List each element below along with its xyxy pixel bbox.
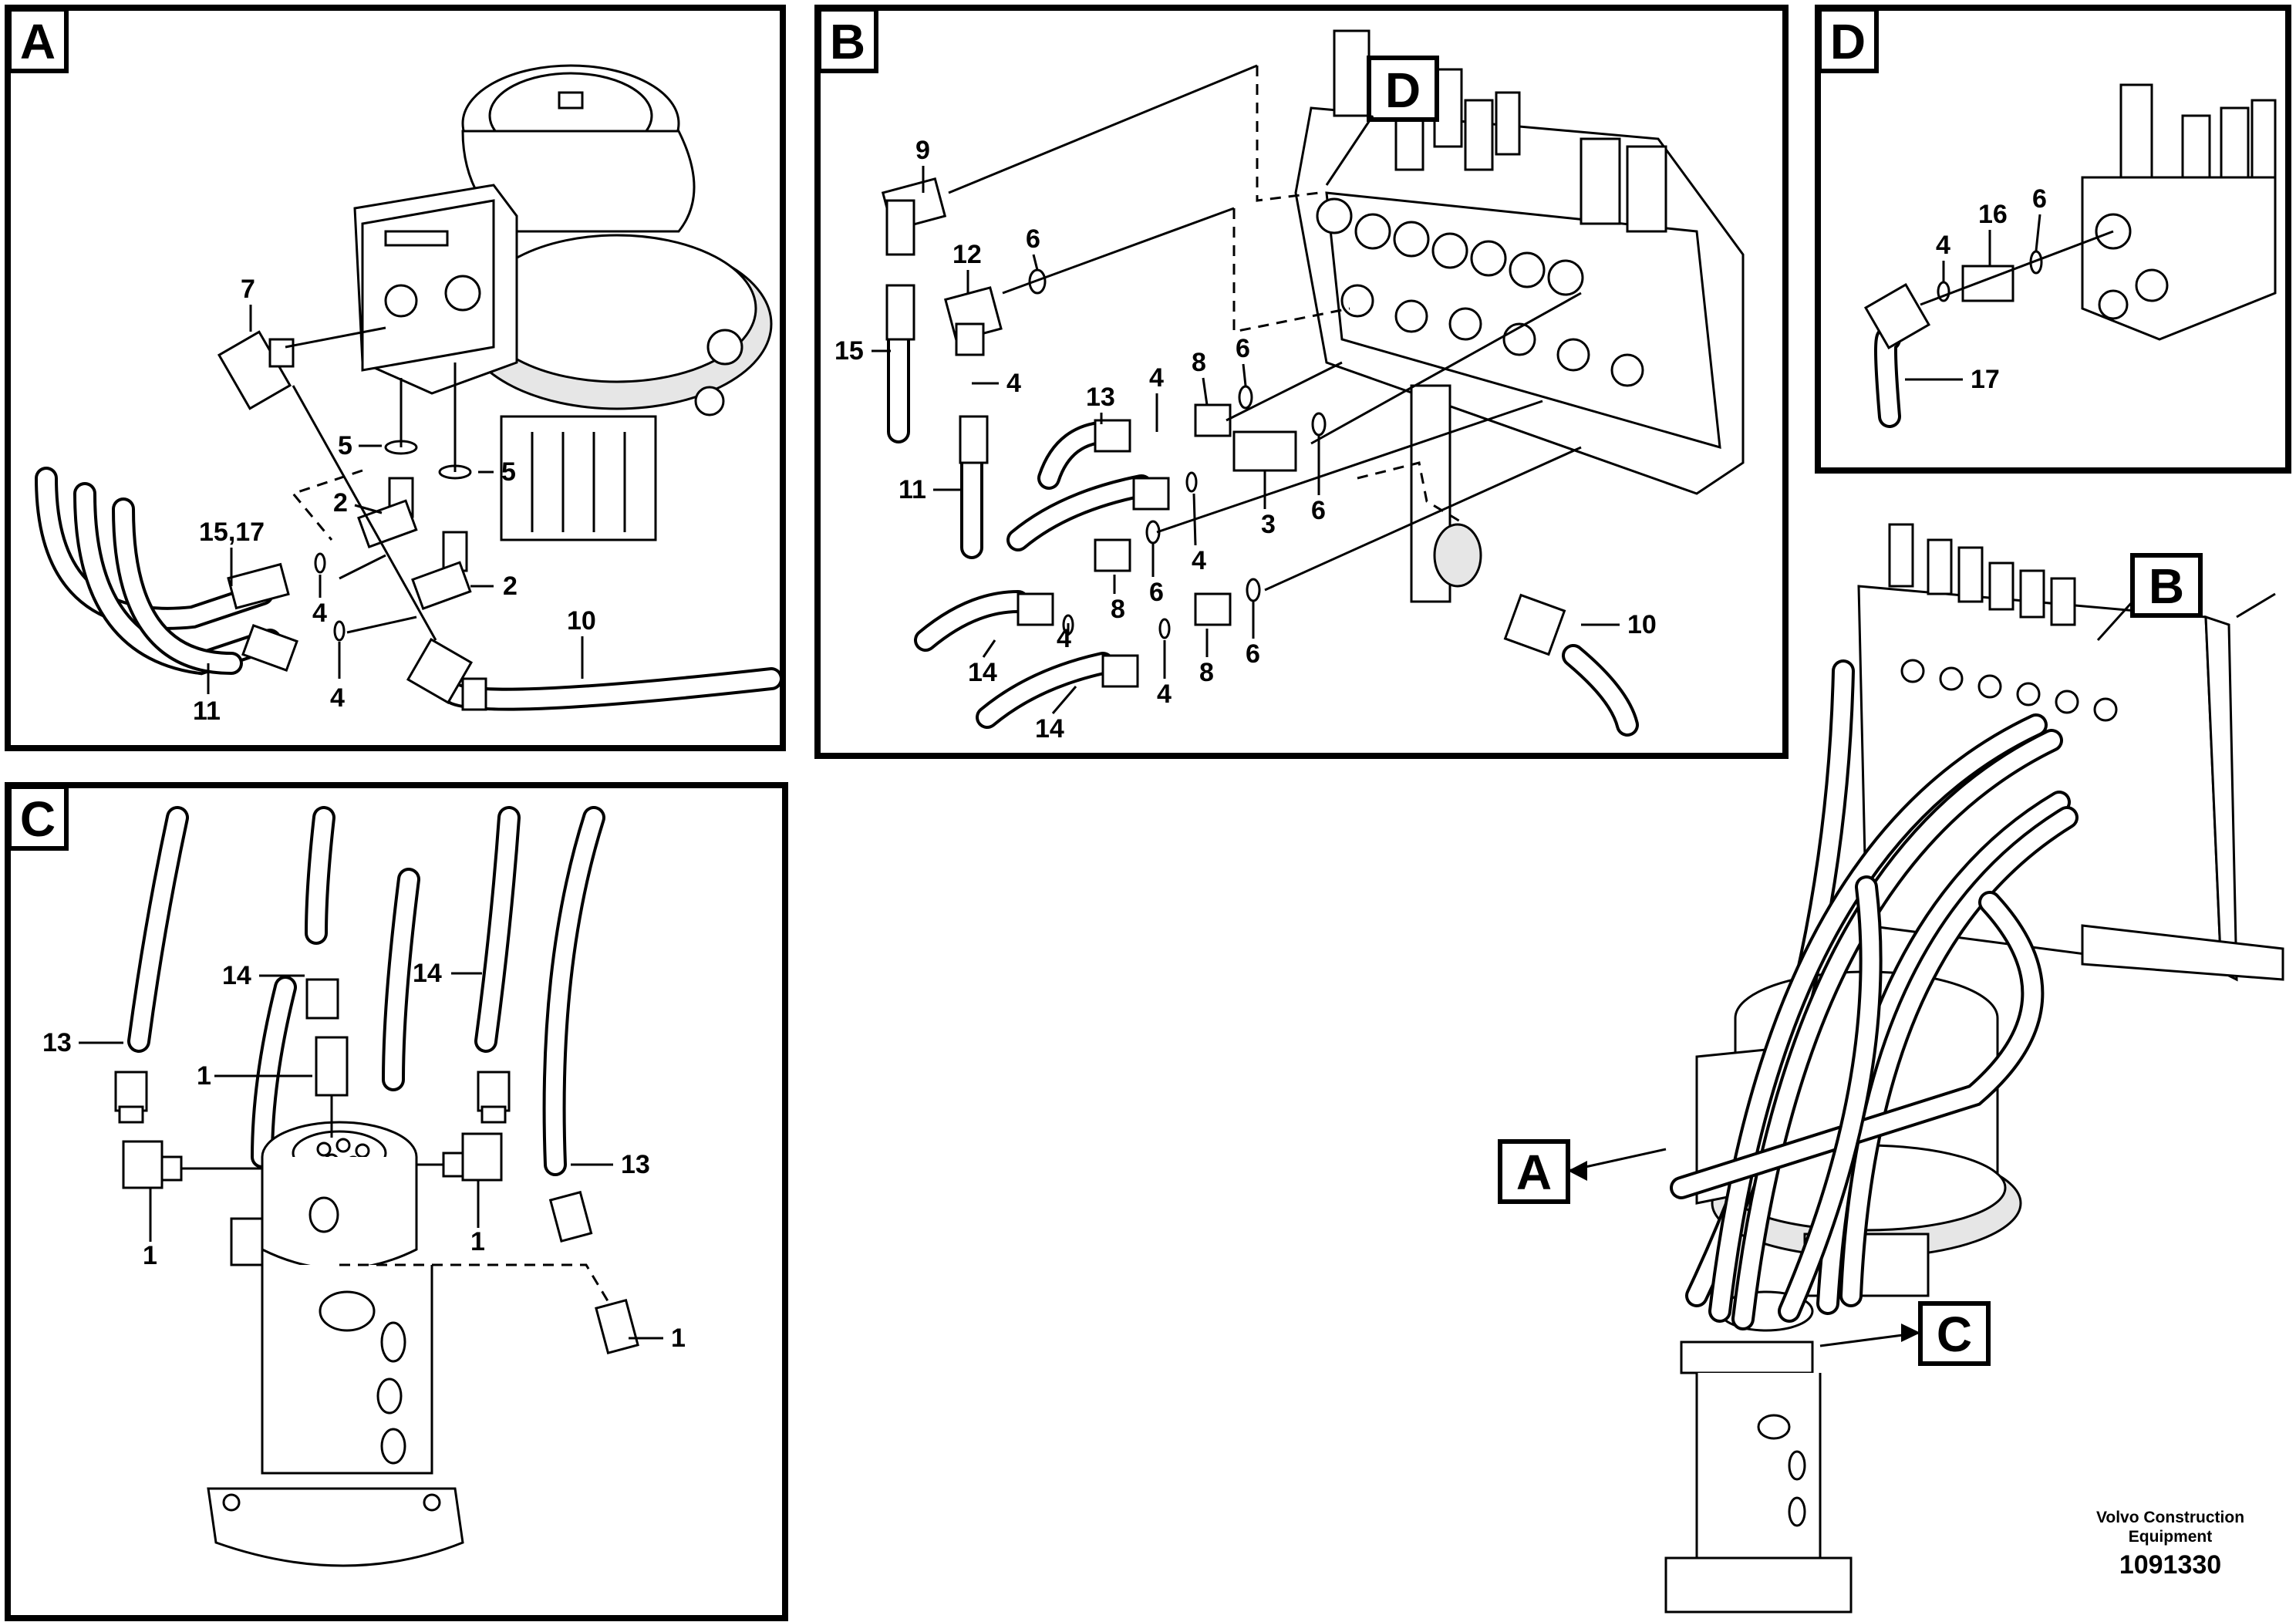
overview-swivel (1664, 1290, 1853, 1614)
callout-4: 4 (1936, 231, 1950, 260)
fittings-d (1863, 230, 2114, 428)
callout-14: 14 (1035, 714, 1064, 744)
callout-1: 1 (470, 1227, 485, 1256)
panel-c: C (5, 782, 788, 1621)
overview-c-tag: C (1937, 1307, 1972, 1362)
company-name: Volvo Construction (2096, 1509, 2244, 1526)
callout-4: 4 (330, 683, 345, 713)
callout-5: 5 (501, 457, 516, 487)
callout-14: 14 (222, 961, 251, 990)
panel-c-tag-box (7, 784, 69, 851)
panel-a: A (5, 5, 786, 751)
callout-17: 17 (1971, 365, 2000, 394)
callout-13: 13 (1086, 383, 1115, 412)
fittings-a (217, 330, 472, 642)
b-inner-d-tag: D (1385, 62, 1421, 118)
fittings-b (881, 177, 1566, 688)
footer-credit: Volvo Construction Equipment 1091330 (2096, 1509, 2244, 1580)
figure-number: 1091330 (2119, 1550, 2221, 1580)
callout-6: 6 (1311, 496, 1326, 525)
callout-6: 6 (1236, 334, 1250, 363)
panel-d-tag: D (1830, 14, 1866, 69)
callout-13: 13 (621, 1150, 650, 1179)
callout-4: 4 (1192, 546, 1206, 575)
overview-assembly: A B C (1498, 523, 2284, 1614)
panel-b-tag: B (830, 14, 865, 69)
callout-1: 1 (197, 1061, 211, 1091)
callout-8: 8 (1199, 658, 1214, 687)
callout-4: 4 (1157, 679, 1172, 709)
callout-4: 4 (1006, 369, 1021, 398)
callout-11: 11 (899, 475, 926, 504)
panel-a-tag-box (7, 7, 69, 73)
panel-b-tag-box (817, 7, 878, 73)
overview-a-tag: A (1516, 1145, 1552, 1200)
callout-14: 14 (413, 959, 442, 988)
callout-1: 1 (671, 1324, 686, 1353)
overview-b-tag: B (2149, 558, 2184, 614)
panel-a-tag: A (20, 14, 56, 69)
b-inner-d-tag-box (1367, 56, 1439, 122)
callout-2: 2 (333, 488, 348, 518)
overview-b-tag-box (2130, 553, 2203, 618)
callout-13: 13 (42, 1028, 72, 1057)
callout-10: 10 (567, 606, 596, 636)
control-valve-drawing (1294, 29, 1745, 603)
callout-10: 10 (1627, 610, 1657, 639)
callout-7: 7 (241, 275, 255, 304)
panel-c-tag: C (20, 791, 56, 847)
hoses-c (127, 806, 605, 1176)
swivel-joint-drawing (207, 1121, 464, 1567)
panel-b: B (814, 5, 1789, 759)
panel-d-frame (1815, 5, 2291, 474)
panel-b-frame (814, 5, 1789, 759)
callout-6: 6 (2032, 184, 2047, 214)
valve-detail-drawing (2081, 83, 2277, 341)
callout-4: 4 (312, 599, 327, 628)
company-division: Equipment (2129, 1528, 2213, 1546)
callout-8: 8 (1111, 595, 1125, 624)
callout-8: 8 (1192, 348, 1206, 377)
callout-4: 4 (1149, 363, 1164, 393)
callout-1: 1 (143, 1241, 157, 1270)
panel-a-frame (5, 5, 786, 751)
callout-14: 14 (968, 658, 997, 687)
hoses-a (35, 467, 783, 711)
callout-6: 6 (1149, 578, 1164, 607)
fittings-c (114, 978, 639, 1354)
overview-hoses (1670, 659, 2079, 1330)
callout-16: 16 (1978, 200, 2008, 229)
overview-valve-block (1857, 523, 2284, 982)
callout-15-17: 15,17 (199, 518, 265, 547)
panel-d: D 16 6 4 17 (1815, 5, 2291, 474)
callout-15: 15 (834, 336, 864, 366)
hoses-b (887, 328, 1639, 737)
callout-3: 3 (1261, 510, 1276, 539)
callout-9: 9 (915, 136, 930, 165)
callout-5: 5 (338, 431, 352, 460)
callout-6: 6 (1246, 639, 1260, 669)
overview-a-tag-box (1498, 1139, 1570, 1204)
callout-11: 11 (193, 696, 221, 726)
panel-c-frame (5, 782, 788, 1621)
callout-6: 6 (1026, 224, 1040, 254)
swing-motor-drawing (353, 64, 773, 541)
panel-d-tag-box (1817, 7, 1879, 73)
callout-12: 12 (952, 240, 982, 269)
callout-2: 2 (503, 572, 518, 601)
